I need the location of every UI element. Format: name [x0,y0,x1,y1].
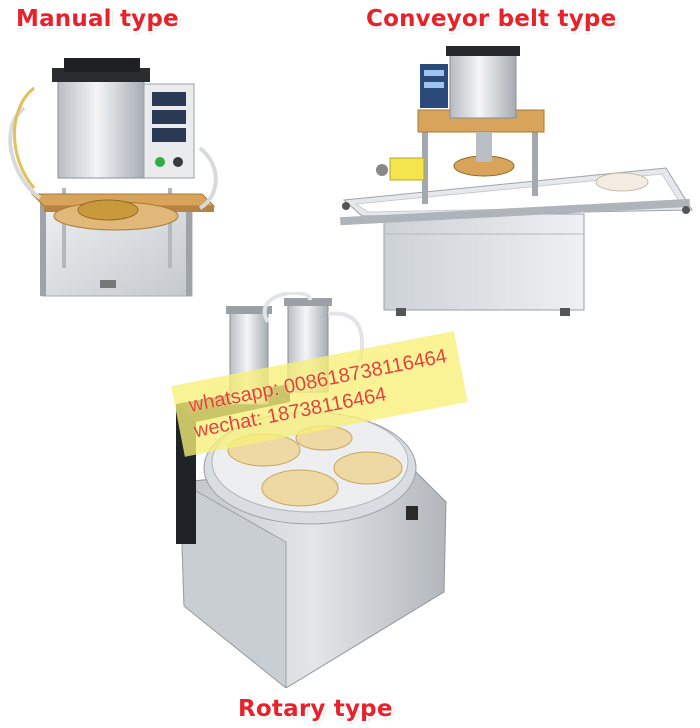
rotary-type-label: Rotary type [238,696,393,722]
manual-press-machine-photo [4,48,230,306]
rotary-machine-illustration [176,292,447,688]
conveyor-belt-machine-illustration [340,46,693,316]
rotary-machine-photo [160,292,458,688]
manual-press-machine-illustration [8,58,218,297]
conveyor-belt-machine-photo [326,40,698,322]
conveyor-belt-type-label: Conveyor belt type [366,6,617,32]
manual-type-label: Manual type [16,6,179,32]
